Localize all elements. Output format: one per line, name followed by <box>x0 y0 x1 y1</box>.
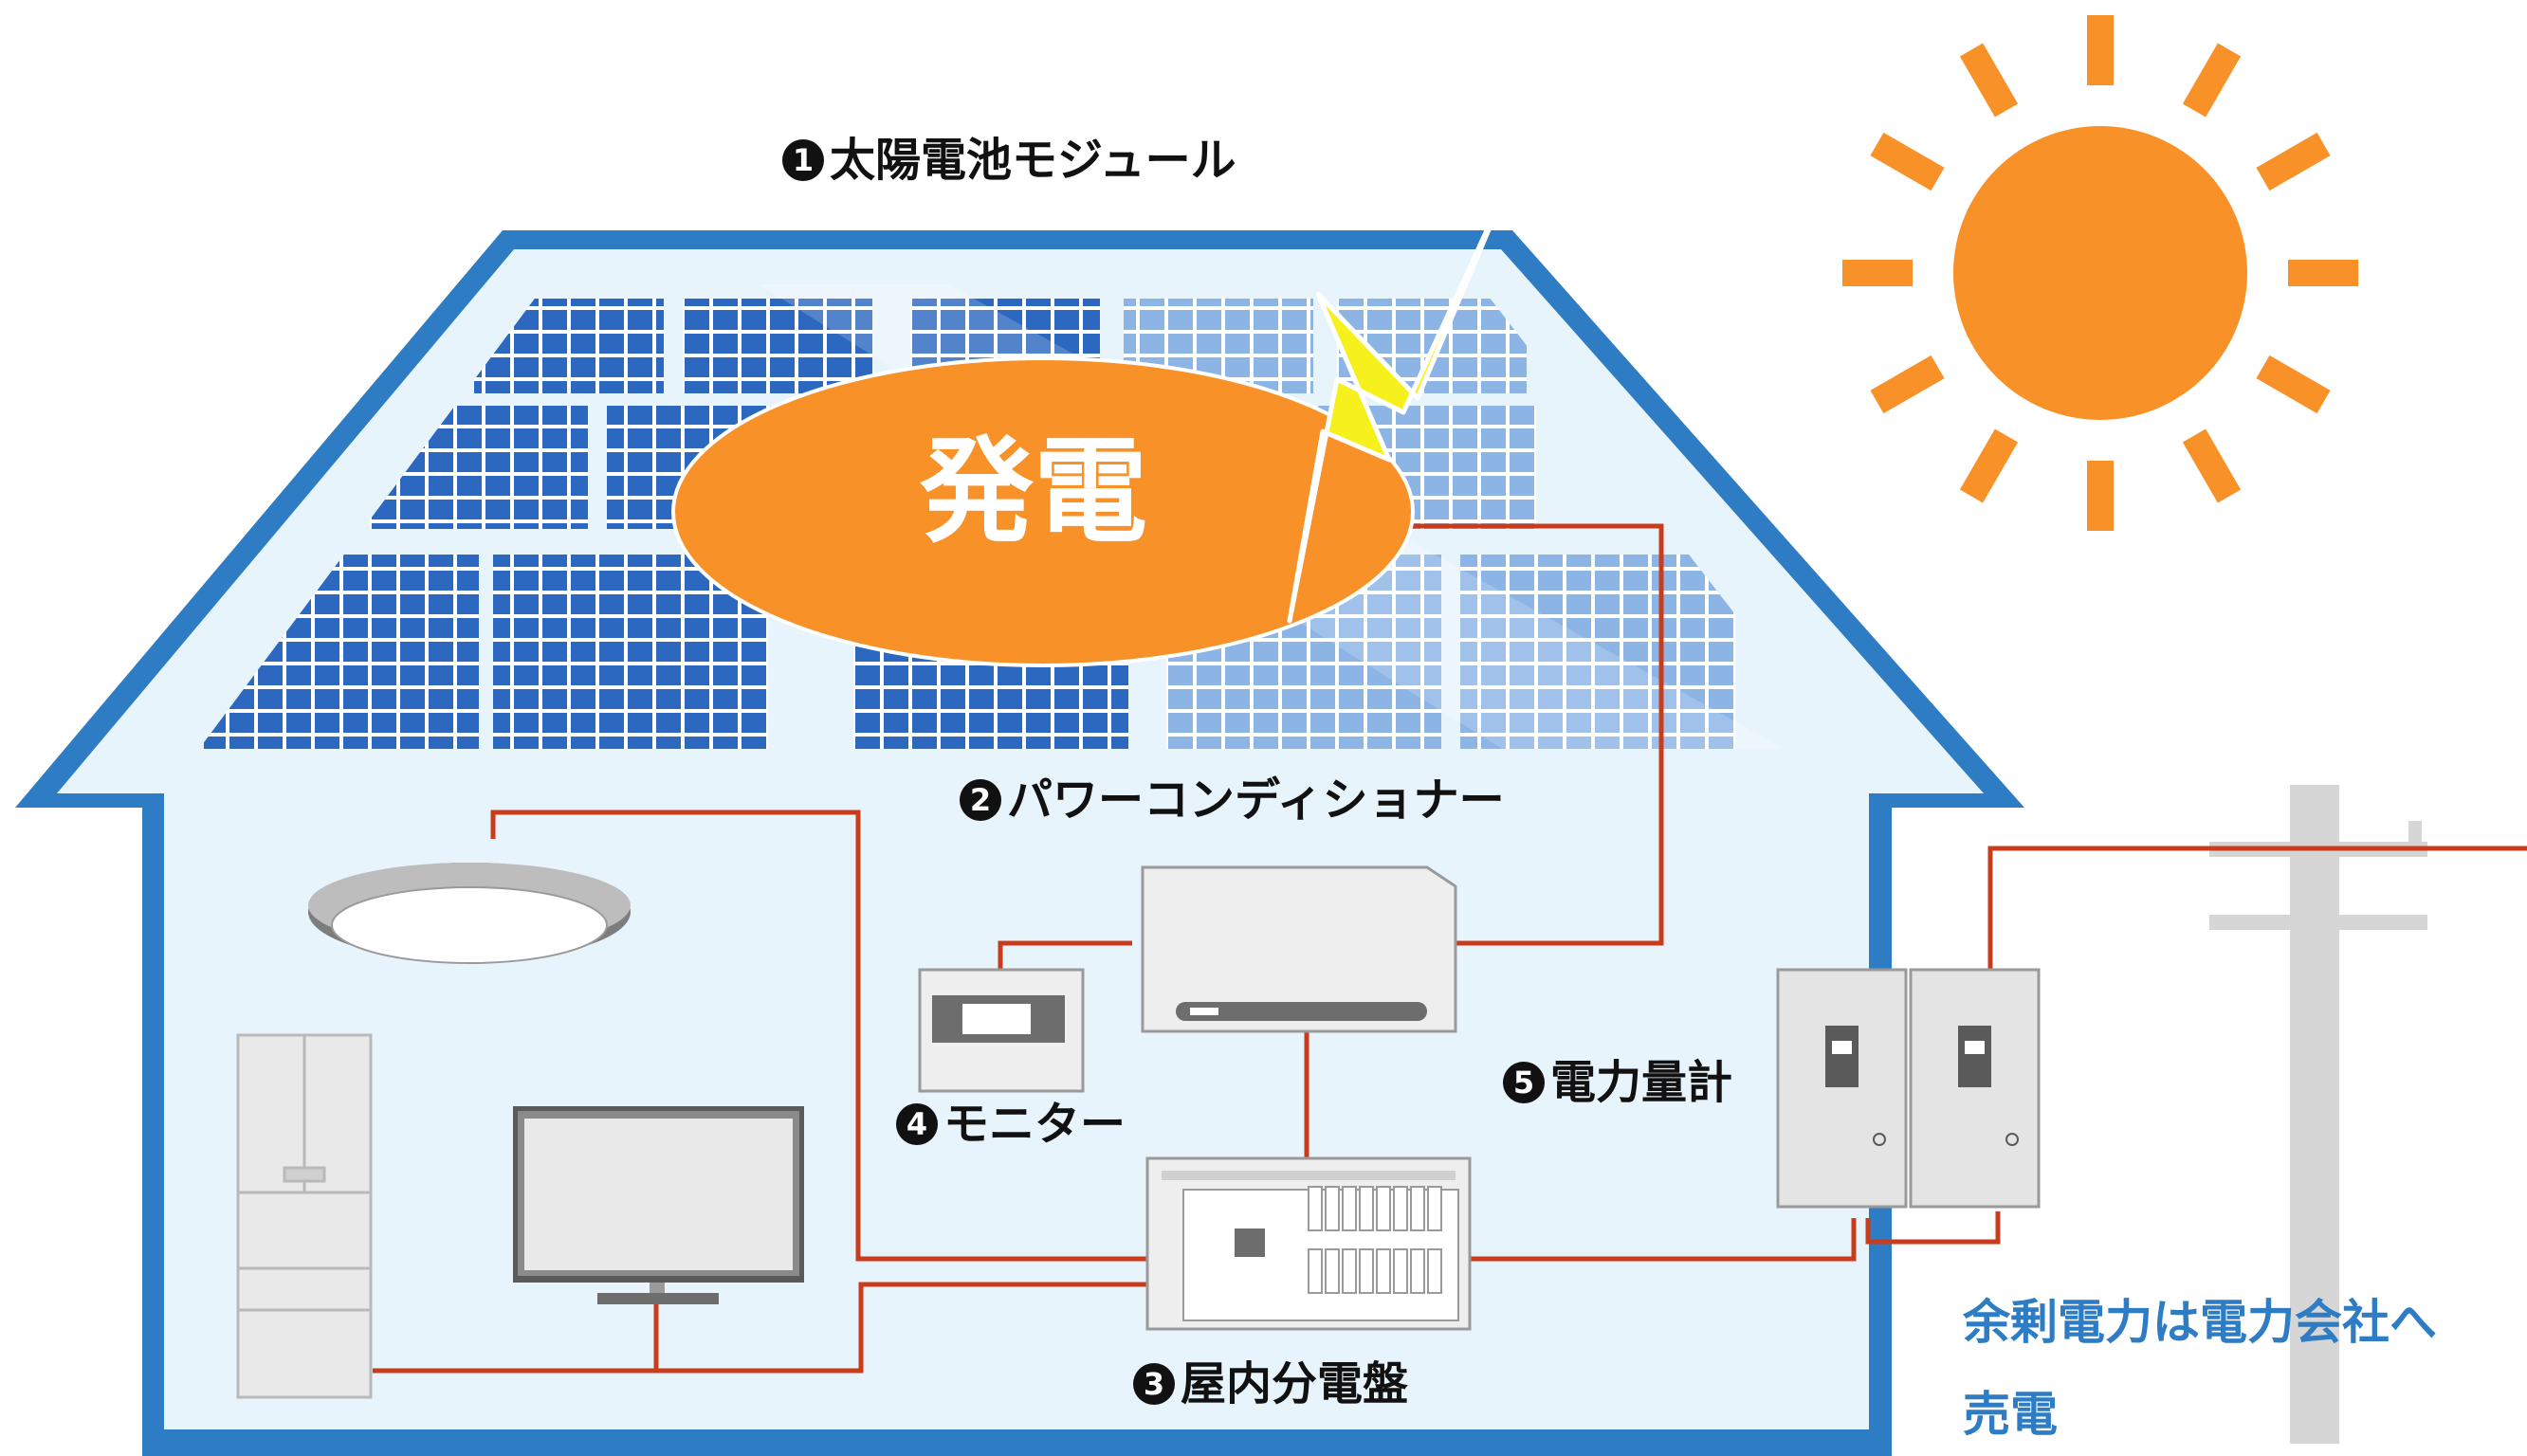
breaker <box>1342 1248 1357 1294</box>
breaker <box>1376 1248 1391 1294</box>
distribution-board-icon <box>1145 1156 1472 1331</box>
breaker <box>1359 1186 1374 1231</box>
solar-panel <box>1460 555 1735 749</box>
breaker <box>1325 1248 1340 1294</box>
sun-ray <box>1870 132 1945 191</box>
label-power-meter-text: 電力量計 <box>1550 1056 1733 1109</box>
breaker <box>1308 1186 1323 1231</box>
utility-pole-icon <box>2209 785 2427 1444</box>
generation-text: 発電 <box>920 427 1147 558</box>
label-power-conditioner-text: パワーコンディショナー <box>1007 774 1505 827</box>
lightning-icon <box>1287 182 1511 624</box>
label-distribution-board-text: 屋内分電盤 <box>1181 1357 1409 1410</box>
label-module-text: 太陽電池モジュール <box>830 134 1236 187</box>
power-conditioner-icon <box>1141 865 1457 1033</box>
number-badge-2: 2 <box>960 779 1001 821</box>
breaker <box>1342 1186 1357 1231</box>
number-badge-4: 4 <box>896 1103 938 1145</box>
surplus-note-line2: 売電 <box>1963 1387 2058 1442</box>
sun-ray <box>1959 428 2019 503</box>
sun-ray <box>2256 132 2331 191</box>
breaker <box>1410 1186 1425 1231</box>
label-monitor-text: モニター <box>943 1098 1126 1151</box>
sun-ray <box>2256 355 2331 414</box>
sun-ray <box>1959 43 2019 118</box>
sun-ray <box>1870 355 1945 414</box>
surplus-note-line1: 余剰電力は電力会社へ <box>1963 1295 2437 1350</box>
refrigerator-icon <box>236 1033 373 1399</box>
wiring <box>373 523 2527 1374</box>
power-meter-icon <box>1776 968 2041 1209</box>
breaker <box>1427 1248 1442 1294</box>
television-icon <box>513 1106 804 1304</box>
breaker <box>1376 1186 1391 1231</box>
generation-bubble <box>671 356 1415 667</box>
number-badge-3: 3 <box>1133 1363 1175 1405</box>
number-badge-1: 1 <box>782 139 824 181</box>
breaker <box>1308 1248 1323 1294</box>
breaker <box>1427 1186 1442 1231</box>
solar-panel <box>683 299 872 393</box>
breaker <box>1410 1248 1425 1294</box>
breaker <box>1393 1186 1408 1231</box>
number-badge-5: 5 <box>1503 1062 1545 1103</box>
sun-icon <box>1842 15 2358 531</box>
breaker <box>1393 1248 1408 1294</box>
sun-ray <box>2182 43 2242 118</box>
monitor-device-icon <box>918 968 1085 1093</box>
ceiling-light-icon <box>308 863 631 964</box>
sun-ray <box>2182 428 2242 503</box>
breaker <box>1325 1186 1340 1231</box>
breaker <box>1359 1248 1374 1294</box>
